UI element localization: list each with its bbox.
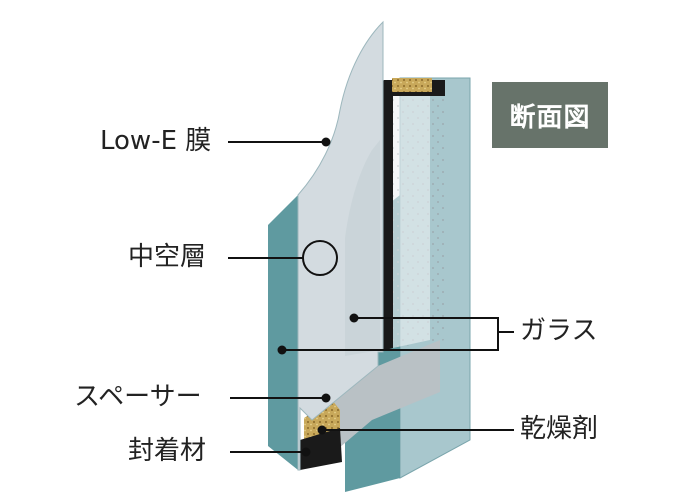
leader-glass (282, 317, 499, 351)
spacer-frame (378, 80, 445, 352)
desiccant-top (392, 78, 432, 92)
spacer-shade (312, 340, 440, 454)
lowe-film (345, 140, 380, 356)
front-glass-edge (268, 195, 298, 470)
label-air-layer: 中空層 (128, 242, 207, 272)
label-desiccant: 乾燥剤 (520, 414, 599, 444)
label-spacer: スペーサー (74, 382, 202, 412)
front-glass-pane (297, 20, 384, 471)
sealant (300, 428, 342, 470)
cross-section-badge: 断面図 (492, 82, 608, 148)
label-lowe-film: Low-E 膜 (100, 126, 212, 156)
air-layer-front (393, 96, 430, 348)
label-sealant: 封着材 (128, 436, 207, 466)
air-layer-marker (302, 240, 338, 276)
label-glass: ガラス (520, 316, 598, 346)
